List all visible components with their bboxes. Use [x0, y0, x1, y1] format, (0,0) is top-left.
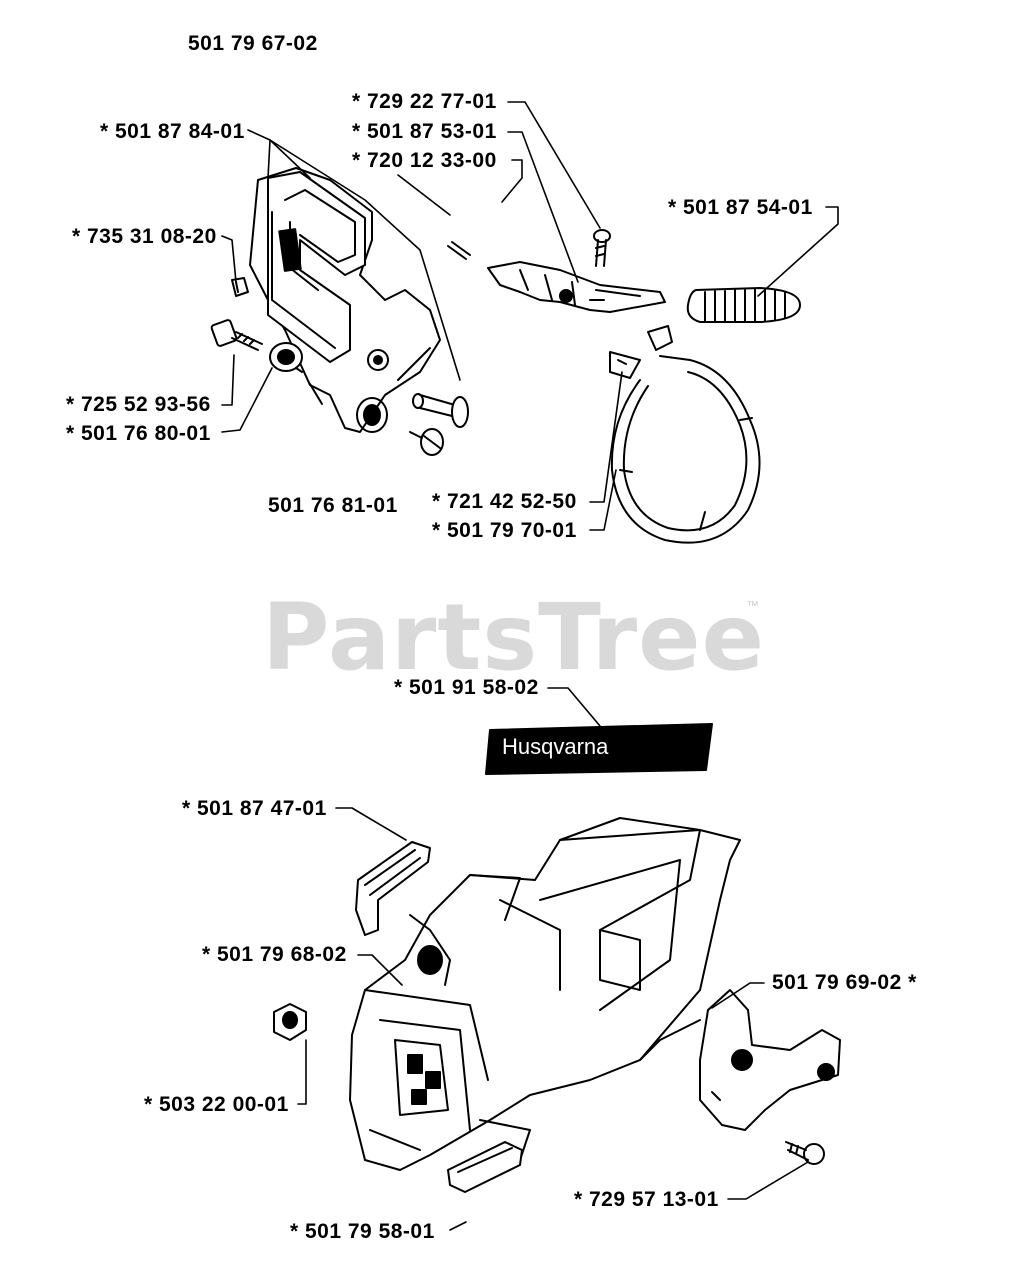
- part-label-501-79-70-01[interactable]: * 501 79 70-01: [432, 519, 577, 542]
- pivot-pin-drawing: [412, 393, 469, 428]
- cover-nut-drawing: [269, 342, 303, 373]
- cover-bolt-drawing: [210, 319, 263, 351]
- part-label-501-87-53-01[interactable]: * 501 87 53-01: [352, 120, 497, 143]
- brake-lever-drawing: [447, 241, 666, 313]
- chain-guard-plate-drawing: [355, 841, 431, 936]
- brand-plate-text: Husqvarna: [502, 734, 609, 759]
- part-label-501-87-84-01[interactable]: * 501 87 84-01: [100, 120, 245, 143]
- brake-band-drawing: [609, 325, 761, 544]
- small-plate-drawing: [447, 1141, 523, 1193]
- part-label-501-91-58-02[interactable]: * 501 91 58-02: [394, 676, 539, 699]
- chain-brake-cover-drawing: [249, 167, 441, 433]
- part-label-501-79-69-02[interactable]: 501 79 69-02 *: [772, 971, 917, 994]
- part-label-720-12-33-00[interactable]: * 720 12 33-00: [352, 149, 497, 172]
- leader-lines: [221, 101, 839, 1231]
- bracket-screw-drawing: [785, 1141, 825, 1165]
- part-label-735-31-08-20[interactable]: * 735 31 08-20: [72, 225, 217, 248]
- trademark-mark: ™: [746, 598, 759, 613]
- part-label-501-79-68-02[interactable]: * 501 79 68-02: [202, 943, 347, 966]
- bracket-drawing: [699, 989, 841, 1131]
- part-label-501-87-47-01[interactable]: * 501 87 47-01: [182, 797, 327, 820]
- retaining-clip-drawing: [231, 277, 249, 297]
- brand-plate-drawing: [485, 723, 713, 775]
- clutch-cover-drawing: [349, 817, 741, 1171]
- clutch-cover-nut-drawing: [273, 1003, 307, 1041]
- part-label-501-76-80-01[interactable]: * 501 76 80-01: [66, 422, 211, 445]
- assembly-number: 501 79 67-02: [188, 32, 318, 55]
- part-label-503-22-00-01[interactable]: * 503 22 00-01: [144, 1093, 289, 1116]
- part-label-725-52-93-56[interactable]: * 725 52 93-56: [66, 393, 211, 416]
- part-label-501-76-81-01[interactable]: 501 76 81-01: [268, 494, 398, 517]
- brake-spring-drawing: [686, 287, 801, 323]
- watermark: PartsTree: [262, 584, 765, 691]
- cover-screw-drawing: [409, 428, 444, 456]
- part-label-501-79-58-01[interactable]: * 501 79 58-01: [290, 1220, 435, 1243]
- part-label-501-87-54-01[interactable]: * 501 87 54-01: [668, 196, 813, 219]
- part-label-729-22-77-01[interactable]: * 729 22 77-01: [352, 90, 497, 113]
- part-label-721-42-52-50[interactable]: * 721 42 52-50: [432, 490, 577, 513]
- part-label-729-57-13-01[interactable]: * 729 57 13-01: [574, 1188, 719, 1211]
- lever-screw-drawing: [593, 229, 611, 267]
